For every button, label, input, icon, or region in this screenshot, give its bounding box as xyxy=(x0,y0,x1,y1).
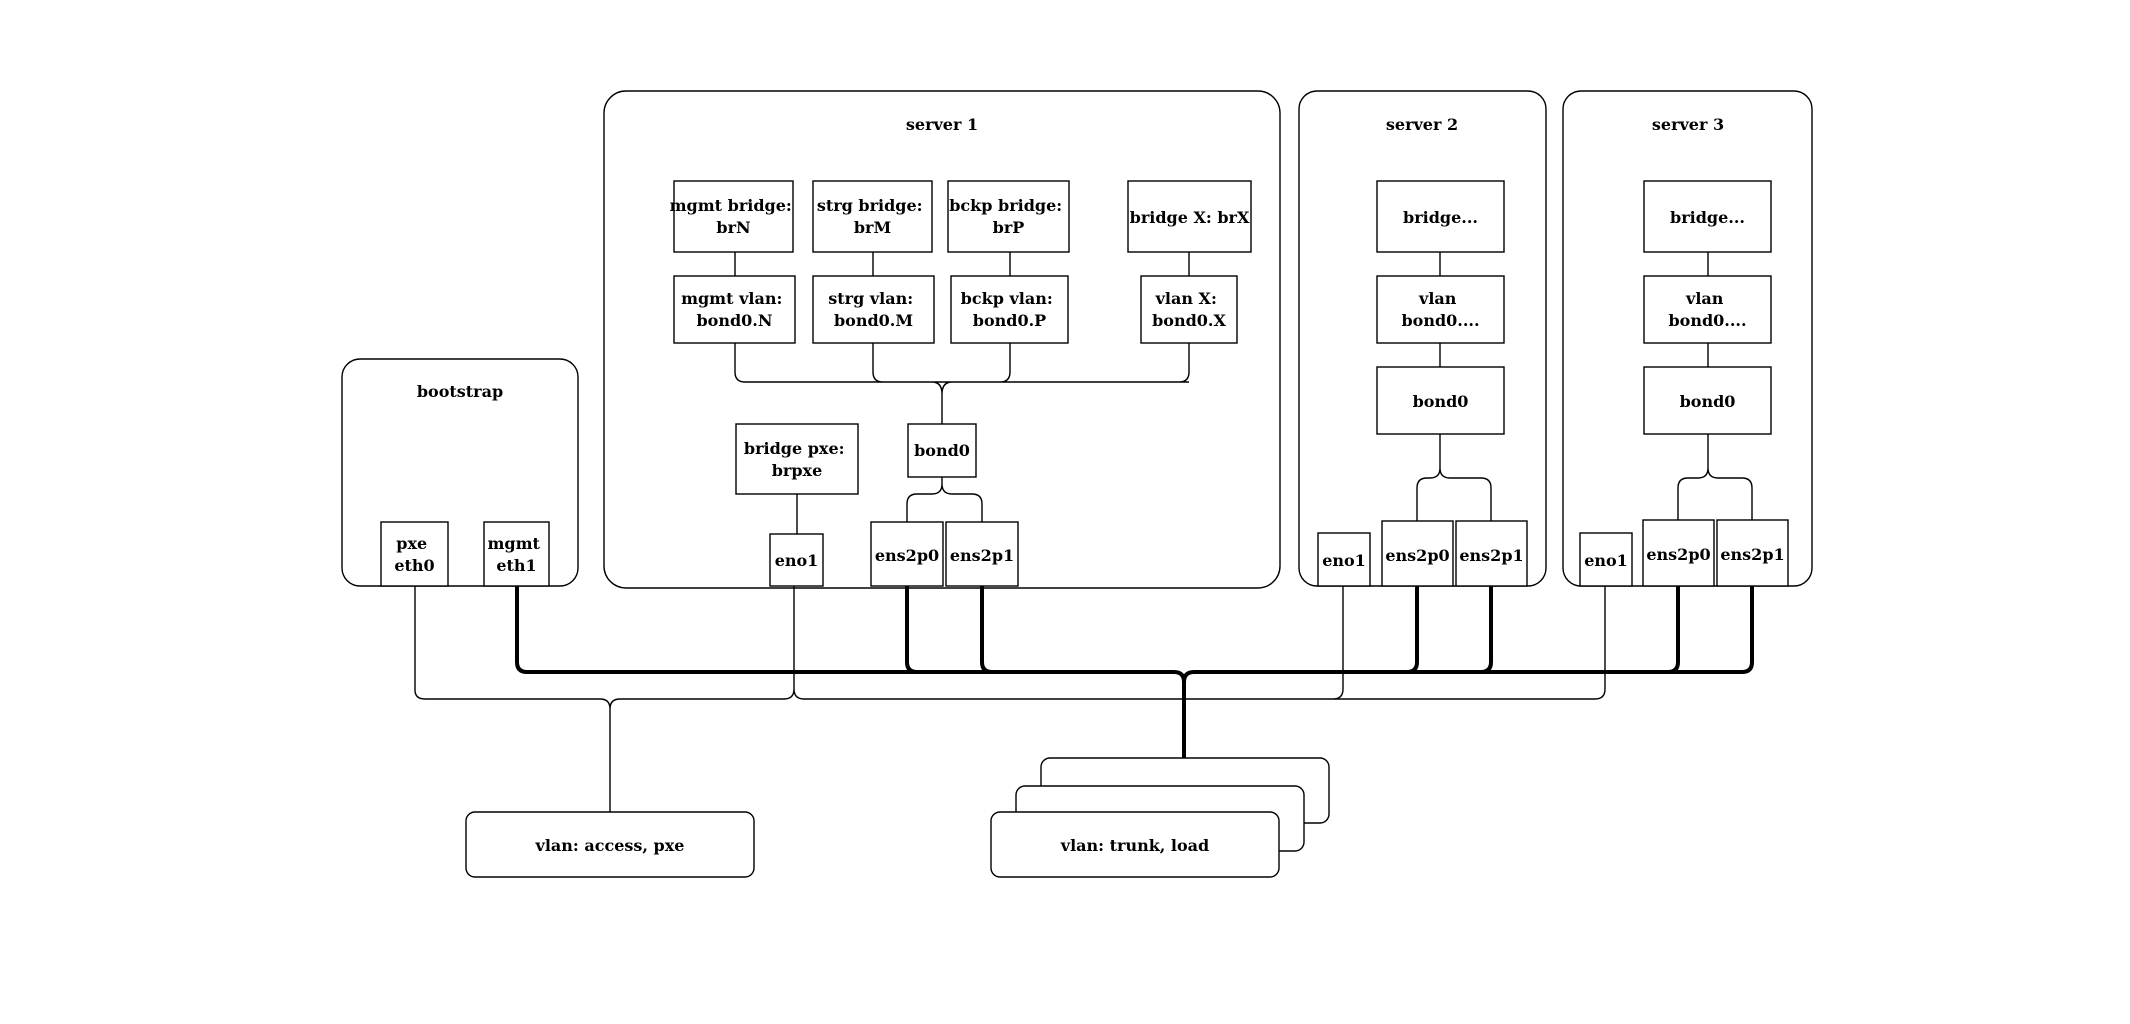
server2-bond0-label: bond0 xyxy=(1413,392,1469,411)
server1-bond0: bond0 xyxy=(907,423,977,478)
server1-strg-vlan: strg vlan: bond0.M xyxy=(812,275,935,344)
server2-ens2p1: ens2p1 xyxy=(1455,520,1528,587)
server1-title: server 1 xyxy=(906,115,978,134)
mgmt-eth1-box xyxy=(483,521,550,587)
bootstrap-mgmt-port: mgmt eth1 xyxy=(483,521,550,587)
server3-bridge-label: bridge... xyxy=(1670,208,1745,227)
mgmt-vlan-label: mgmt vlan: bond0.N xyxy=(681,289,788,330)
server2-ens2p0-label: ens2p0 xyxy=(1385,546,1449,565)
strg-vlan-label: strg vlan: bond0.M xyxy=(828,289,918,330)
bckp-vlan-label: bckp vlan: bond0.P xyxy=(961,289,1059,330)
bootstrap-title: bootstrap xyxy=(417,382,503,401)
bootstrap-pxe-port: pxe eth0 xyxy=(380,521,449,587)
server2-ens2p1-label: ens2p1 xyxy=(1459,546,1523,565)
server3-bond0-label: bond0 xyxy=(1680,392,1736,411)
server3-vlan-label: vlan bond0.... xyxy=(1668,289,1746,330)
strg-bridge-label: strg bridge: brM xyxy=(817,196,928,237)
server2-bridge-label: bridge... xyxy=(1403,208,1478,227)
server2-title: server 2 xyxy=(1386,115,1458,134)
server1-ens2p1-label: ens2p1 xyxy=(950,546,1014,565)
trunk-switch-front xyxy=(990,811,1280,878)
server3-bond0: bond0 xyxy=(1643,366,1772,435)
server2-eno1-label: eno1 xyxy=(1322,551,1366,570)
server2-vlan-label: vlan bond0.... xyxy=(1401,289,1479,330)
server1-mgmt-bridge: mgmt bridge: brN xyxy=(670,180,798,253)
server1-bridge-x: bridge X: brX xyxy=(1127,180,1252,253)
server2-bond0: bond0 xyxy=(1376,366,1505,435)
bridge-x-label: bridge X: brX xyxy=(1130,208,1250,227)
server3-title: server 3 xyxy=(1652,115,1724,134)
server1-strg-bridge: strg bridge: brM xyxy=(812,180,933,253)
access-network-links xyxy=(414,586,1606,812)
mgmt-eth1-label: mgmt eth1 xyxy=(487,534,545,575)
server1-bckp-vlan: bckp vlan: bond0.P xyxy=(950,275,1069,344)
access-switch: vlan: access, pxe xyxy=(465,811,755,878)
server1-ens2p0: ens2p0 xyxy=(870,521,944,587)
server2-bridge: bridge... xyxy=(1376,180,1505,253)
server3-ens2p0: ens2p0 xyxy=(1642,519,1715,587)
trunk-network-links xyxy=(515,586,1754,758)
mgmt-bridge-label: mgmt bridge: brN xyxy=(670,196,798,237)
server2-eno1: eno1 xyxy=(1317,532,1371,587)
server3-bridge: bridge... xyxy=(1643,180,1772,253)
server1-eno1: eno1 xyxy=(769,533,824,587)
trunk-switch-label: vlan: trunk, load xyxy=(1060,836,1209,855)
server2-vlan: vlan bond0.... xyxy=(1376,275,1505,344)
server1-eno1-label: eno1 xyxy=(775,551,819,570)
bckp-bridge-label: bckp bridge: brP xyxy=(949,196,1068,237)
server1-vlan-x: vlan X: bond0.X xyxy=(1140,275,1238,344)
server2-ens2p0: ens2p0 xyxy=(1381,520,1454,587)
server3-vlan: vlan bond0.... xyxy=(1643,275,1772,344)
pxe-eth0-label: pxe eth0 xyxy=(394,534,434,575)
vlan-x-label: vlan X: bond0.X xyxy=(1152,289,1226,330)
bridge-pxe-label: bridge pxe: brpxe xyxy=(744,439,850,480)
server1-mgmt-vlan: mgmt vlan: bond0.N xyxy=(673,275,796,344)
server3-ens2p1: ens2p1 xyxy=(1716,519,1789,587)
server2-internal-links xyxy=(1416,252,1492,521)
server1-ens2p0-label: ens2p0 xyxy=(875,546,939,565)
server3-eno1-label: eno1 xyxy=(1584,551,1628,570)
server3-ens2p0-label: ens2p0 xyxy=(1646,545,1710,564)
server1-bckp-bridge: bckp bridge: brP xyxy=(947,180,1070,253)
access-switch-label: vlan: access, pxe xyxy=(535,836,685,855)
server3-internal-links xyxy=(1677,252,1753,520)
server3-eno1: eno1 xyxy=(1579,532,1633,587)
server1-ens2p1: ens2p1 xyxy=(945,521,1019,587)
server3-ens2p1-label: ens2p1 xyxy=(1720,545,1784,564)
server1-bridge-pxe: bridge pxe: brpxe xyxy=(735,423,859,495)
trunk-switch-stack: vlan: trunk, load xyxy=(990,757,1330,878)
server1-internal-links xyxy=(734,252,1190,534)
pxe-eth0-box xyxy=(380,521,449,587)
server1-bond0-label: bond0 xyxy=(914,441,970,460)
